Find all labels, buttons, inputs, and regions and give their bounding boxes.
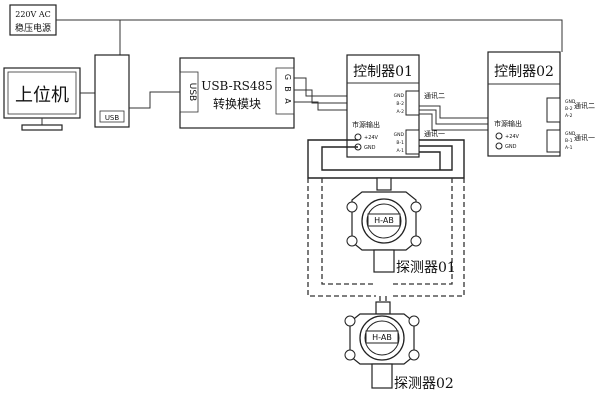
controller-02-comm1-label: 通讯一	[574, 133, 595, 142]
usb-rs485-converter: USB USB-RS485 转换模块 G B A	[179, 57, 295, 129]
usb-dongle-label: USB	[105, 114, 120, 122]
power-supply: 220V AC 稳压电源	[9, 4, 57, 36]
converter-usb-port-label: USB	[187, 83, 197, 101]
host-computer: 上位机	[3, 67, 81, 131]
power-line	[56, 19, 563, 52]
detector-cable-dashed-inner	[321, 178, 376, 285]
bus-line-ctrl-a	[419, 113, 530, 131]
controller-02-24v-terminal	[495, 132, 503, 140]
controller-01-power-out-label: 市源输出	[352, 120, 380, 129]
controller-01-term-gnd1: GND	[394, 132, 405, 138]
converter-title-line2: 转换模块	[213, 96, 261, 111]
controller-01-term-a1: A-1	[397, 148, 405, 154]
host-computer-label: 上位机	[15, 85, 69, 106]
converter-term-g: G	[283, 74, 292, 80]
converter-term-a: A	[283, 98, 292, 104]
detector-power-wire-inner	[321, 145, 453, 171]
controller-02-24v-label: +24V	[505, 134, 520, 140]
controller-02-comm2-label: 通讯二	[574, 101, 595, 110]
controller-02-term-b1: B-1	[565, 138, 573, 144]
power-supply-line1: 220V AC	[15, 10, 51, 19]
controller-01-term-b2: B-2	[396, 101, 404, 107]
controller-01-comm1-label: 通讯一	[424, 129, 445, 138]
usb-to-converter-line	[129, 91, 180, 109]
controller-01-term-gnd: GND	[394, 93, 405, 99]
detector-02-display	[365, 330, 399, 344]
controller-02-term-a1: A-1	[565, 145, 573, 151]
detector-01: H-AB 探测器01	[346, 177, 456, 276]
usb-dongle: USB	[94, 54, 130, 128]
controller-01: 控制器01 GND B-2 A-2 通讯二 市源输出 +24V GND GND …	[346, 54, 445, 158]
power-supply-line2: 稳压电源	[15, 22, 51, 34]
controller-01-term-a2: A-2	[397, 109, 405, 115]
controller-02-power-out-label: 市源输出	[494, 119, 522, 128]
controller-01-24v-label: +24V	[364, 135, 379, 141]
converter-title-line1: USB-RS485	[201, 79, 273, 93]
detector-01-display	[367, 213, 401, 227]
controller-02: 控制器02 GND B-2 A-2 通讯二 市源输出 +24V GND GND …	[487, 51, 595, 157]
controller-01-comm2-label: 通讯二	[424, 91, 445, 100]
bus-line-ctrl-b	[419, 109, 530, 125]
detector-01-display-text: H-AB	[374, 216, 394, 225]
controller-02-title: 控制器02	[494, 64, 554, 80]
controller-02-term-gnd: GND	[565, 99, 576, 105]
converter-term-b: B	[283, 86, 292, 92]
controller-02-gnd-terminal	[495, 142, 503, 150]
controller-02-gndout-label: GND	[505, 144, 517, 150]
detector-02: H-AB 探测器02	[344, 301, 454, 392]
controller-02-term-b2: B-2	[565, 106, 573, 112]
controller-01-gndout-label: GND	[364, 145, 376, 151]
detector-cable-dashed-inner2	[390, 178, 453, 285]
controller-02-term-gnd1: GND	[565, 131, 576, 137]
detector-02-label: 探测器02	[394, 376, 454, 392]
controller-01-24v-terminal	[354, 133, 362, 141]
detector-01-label: 探测器01	[396, 260, 456, 276]
controller-01-term-b1: B-1	[396, 140, 404, 146]
bus-line-ctrl-g	[419, 105, 530, 119]
controller-02-term-a2: A-2	[565, 113, 573, 119]
controller-01-title: 控制器01	[353, 64, 413, 80]
detector-cable-dashed-left	[307, 178, 376, 297]
detector-comm-wire	[419, 151, 441, 170]
detector-02-display-text: H-AB	[372, 333, 392, 342]
